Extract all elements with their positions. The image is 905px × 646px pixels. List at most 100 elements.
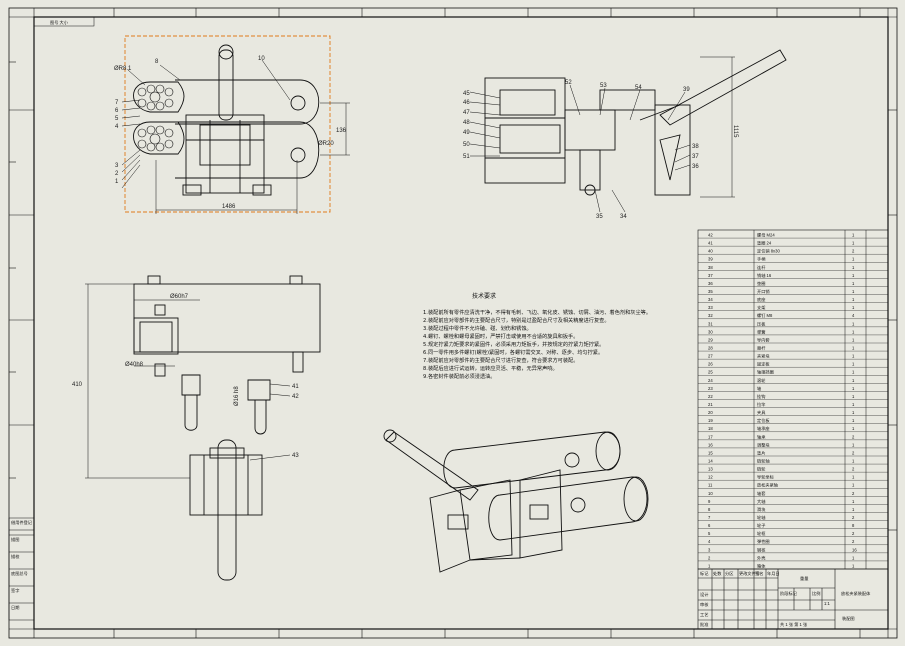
technical-notes: 技术要求 1.装配前所有零件应清洗干净，不得有毛刺、飞边、氧化皮、锈蚀、切屑、油… bbox=[423, 292, 651, 380]
svg-text:年月日: 年月日 bbox=[767, 570, 780, 577]
svg-text:36: 36 bbox=[692, 164, 699, 170]
bom-item-qty: 1 bbox=[852, 555, 855, 560]
svg-text:53: 53 bbox=[600, 83, 607, 89]
bom-item-no: 15 bbox=[708, 450, 713, 455]
bom-item-no: 27 bbox=[708, 354, 713, 359]
svg-text:47: 47 bbox=[463, 110, 470, 116]
bom-item-qty: 1 bbox=[852, 386, 855, 391]
bom-item-qty: 1 bbox=[852, 241, 855, 246]
bom-item-name: 螺母 M24 bbox=[757, 231, 775, 238]
bom-item-name: 轮框 bbox=[757, 530, 766, 537]
svg-text:Ø60h7: Ø60h7 bbox=[170, 294, 189, 300]
title-block-text: 放松夹紧装配体 装配图 重量 阶段标记 比例 1:1 共 1 张 第 1 张 标… bbox=[700, 570, 871, 628]
bom-item-name: 导向套 bbox=[757, 336, 770, 343]
svg-text:共 1 张 第 1 张: 共 1 张 第 1 张 bbox=[780, 621, 808, 628]
bom-item-no: 11 bbox=[708, 483, 713, 488]
bom-item-name: 底座 bbox=[757, 296, 765, 303]
svg-text:38: 38 bbox=[692, 144, 699, 150]
svg-text:45: 45 bbox=[463, 91, 470, 97]
bom-item-name: 定位板 bbox=[757, 417, 770, 424]
svg-text:ØR20: ØR20 bbox=[318, 141, 334, 147]
bom-item-qty: 8 bbox=[852, 523, 855, 528]
svg-text:34: 34 bbox=[620, 214, 627, 220]
bom-row: 14 链轮轴 1 bbox=[708, 457, 855, 464]
notes-title: 技术要求 bbox=[472, 292, 496, 300]
front-view bbox=[85, 275, 321, 581]
bom-item-qty: 2 bbox=[852, 450, 855, 455]
svg-text:标记: 标记 bbox=[700, 570, 709, 577]
svg-text:8.装配后应进行试运转，运转应灵活、平稳，无异常声响。: 8.装配后应进行试运转，运转应灵活、平稳，无异常声响。 bbox=[423, 364, 558, 372]
svg-text:Ø40h8: Ø40h8 bbox=[125, 362, 144, 368]
svg-text:39: 39 bbox=[683, 87, 690, 93]
svg-text:35: 35 bbox=[596, 214, 603, 220]
bom-item-qty: 1 bbox=[852, 402, 855, 407]
bom-item-qty: 1 bbox=[852, 378, 855, 383]
bom-item-qty: 1 bbox=[852, 329, 855, 334]
front-dimension-labels: Ø60h7 Ø40h8 410 Ø16 h8 41 42 43 bbox=[72, 294, 299, 459]
bom-row: 21 拉竿 1 bbox=[708, 401, 855, 408]
bom-item-no: 17 bbox=[708, 434, 713, 439]
selection-box[interactable] bbox=[124, 35, 331, 213]
svg-text:1.装配前所有零件应清洗干净，不得有毛刺、飞边、氧化皮、锈蚀: 1.装配前所有零件应清洗干净，不得有毛刺、飞边、氧化皮、锈蚀、切屑、油污、着色剂… bbox=[423, 308, 651, 316]
bom-item-qty: 1 bbox=[852, 297, 855, 302]
bom-item-no: 20 bbox=[708, 410, 713, 415]
bom-item-no: 36 bbox=[708, 281, 713, 286]
bom-item-qty: 1 bbox=[852, 418, 855, 423]
bom-item-no: 9 bbox=[708, 499, 711, 504]
svg-text:10: 10 bbox=[258, 56, 265, 62]
bom-item-name: 轮子 bbox=[757, 522, 765, 529]
bom-item-no: 14 bbox=[708, 458, 713, 463]
bom-item-no: 23 bbox=[708, 386, 713, 391]
bom-item-no: 31 bbox=[708, 321, 713, 326]
svg-text:5.规定拧紧力矩要求的紧固件，必须采用力矩扳手，并按规定的拧: 5.规定拧紧力矩要求的紧固件，必须采用力矩扳手，并按规定的拧紧力矩拧紧。 bbox=[423, 340, 604, 348]
plan-dimension-labels: 1486 136 ØR8.1 ØR20 8 7 6 5 4 3 2 1 10 bbox=[114, 56, 347, 210]
bom-item-name: 轴套 bbox=[757, 490, 766, 497]
bom-item-no: 6 bbox=[708, 523, 711, 528]
bom-item-no: 21 bbox=[708, 402, 713, 407]
bom-item-qty: 2 bbox=[852, 467, 855, 472]
svg-text:54: 54 bbox=[635, 85, 642, 91]
bom-item-no: 19 bbox=[708, 418, 713, 423]
bom-item-name: 手柄 bbox=[757, 256, 765, 263]
bom-item-qty: 1 bbox=[852, 265, 855, 270]
svg-text:51: 51 bbox=[463, 154, 470, 160]
outer-border bbox=[8, 7, 898, 639]
bom-item-name: 链轮轴 bbox=[757, 457, 770, 464]
svg-text:批准: 批准 bbox=[700, 621, 708, 628]
svg-text:41: 41 bbox=[292, 384, 299, 390]
svg-text:签字: 签字 bbox=[11, 587, 19, 593]
bom-item-qty: 1 bbox=[852, 289, 855, 294]
bom-item-name: 拉竿 bbox=[757, 401, 765, 408]
bom-item-qty: 1 bbox=[852, 394, 855, 399]
svg-text:1486: 1486 bbox=[222, 204, 236, 210]
title-block bbox=[697, 568, 889, 630]
bom-item-qty: 2 bbox=[852, 434, 855, 439]
bom-item-no: 10 bbox=[708, 491, 713, 496]
svg-text:1: 1 bbox=[115, 179, 119, 185]
bom-item-no: 16 bbox=[708, 442, 713, 447]
bom-item-qty: 1 bbox=[852, 337, 855, 342]
corner-stamp: 图号 大小 bbox=[33, 16, 95, 27]
svg-text:设计: 设计 bbox=[700, 591, 708, 598]
bom-item-no: 3 bbox=[708, 547, 711, 552]
bom-item-qty: 1 bbox=[852, 458, 855, 463]
bom-item-qty: 1 bbox=[852, 362, 855, 367]
svg-text:8: 8 bbox=[155, 59, 159, 65]
